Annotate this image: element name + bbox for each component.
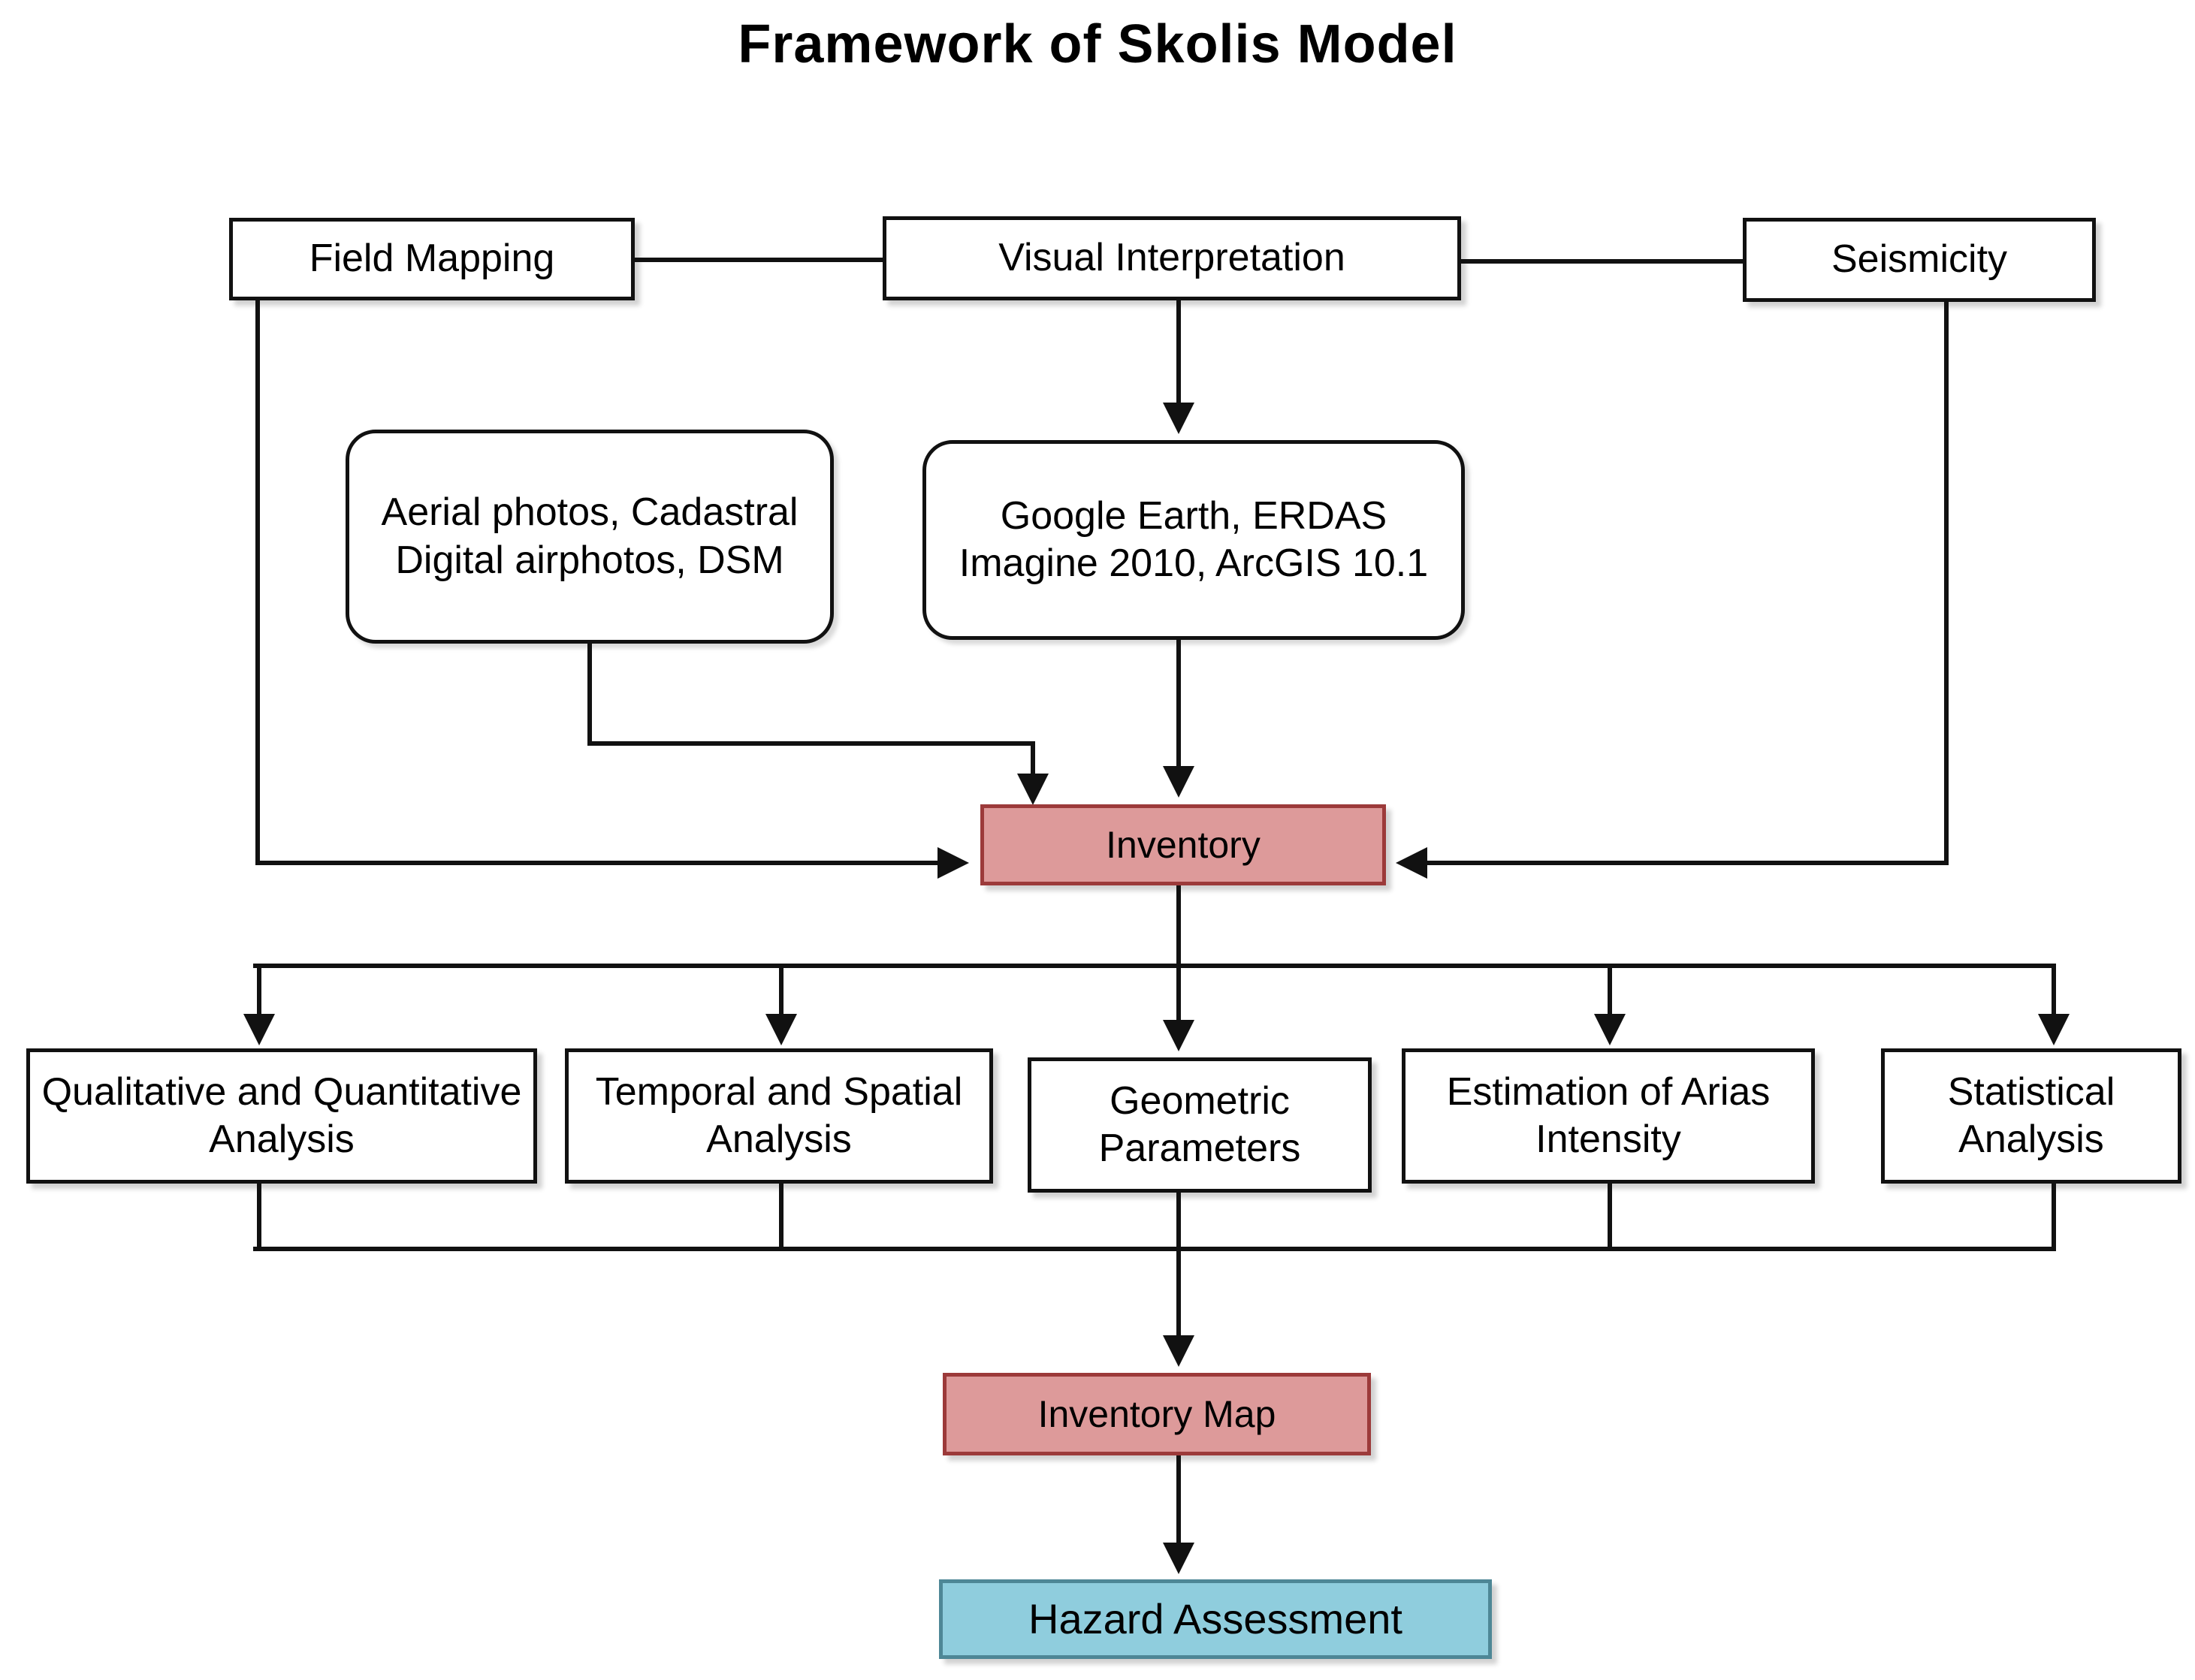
edge-bus-to-qualitative-line — [257, 964, 261, 1018]
node-seismicity[interactable]: Seismicity — [1743, 218, 2096, 302]
node-qualitative-quantitative[interactable]: Qualitative and Quantitative Analysis — [26, 1048, 537, 1184]
node-field-mapping[interactable]: Field Mapping — [229, 218, 635, 300]
edge-bus-to-geometric-line — [1176, 964, 1181, 1024]
edge-merge-to-inventory-map-line — [1176, 1247, 1181, 1338]
node-statistical-analysis[interactable]: Statistical Analysis — [1881, 1048, 2181, 1184]
edge-bus-to-arias-line — [1608, 964, 1612, 1018]
node-field-mapping-label: Field Mapping — [309, 237, 555, 281]
edge-arias-to-merge — [1608, 1184, 1612, 1251]
node-visual-interpretation[interactable]: Visual Interpretation — [883, 216, 1461, 300]
edge-field-mapping-to-inventory-down — [255, 300, 260, 865]
edge-bus-to-temporal-line — [779, 964, 783, 1018]
edge-field-mapping-to-visual — [635, 258, 884, 262]
node-software-tools-label: Google Earth, ERDAS Imagine 2010, ArcGIS… — [959, 493, 1429, 585]
edge-merge-to-inventory-map-arrowhead — [1163, 1335, 1194, 1367]
edge-temporal-to-merge — [779, 1184, 783, 1251]
node-inventory[interactable]: Inventory — [980, 804, 1386, 885]
node-inventory-label: Inventory — [1106, 823, 1261, 866]
node-inventory-map[interactable]: Inventory Map — [943, 1373, 1371, 1455]
edge-bus-to-temporal-arrowhead — [765, 1014, 797, 1045]
edge-bus-to-statistical-line — [2052, 964, 2056, 1018]
edge-bus-to-qualitative-arrowhead — [243, 1014, 275, 1045]
edge-visual-to-software-arrowhead — [1163, 403, 1194, 434]
node-visual-interpretation-label: Visual Interpretation — [998, 236, 1345, 280]
edge-software-to-inventory-arrowhead — [1163, 766, 1194, 798]
edge-seismicity-to-inventory-across — [1427, 861, 1949, 865]
edge-inventory-map-to-hazard-arrowhead — [1163, 1543, 1194, 1574]
edge-inventory-map-to-hazard-line — [1176, 1455, 1181, 1546]
edge-bus-to-statistical-arrowhead — [2038, 1014, 2070, 1045]
edge-aerial-to-inventory-down1 — [587, 644, 592, 743]
distribution-bus — [253, 964, 2056, 968]
edge-geometric-to-merge — [1176, 1193, 1181, 1251]
edge-aerial-to-inventory-across — [587, 741, 1035, 746]
edge-bus-to-arias-arrowhead — [1594, 1014, 1626, 1045]
edge-statistical-to-merge — [2052, 1184, 2056, 1251]
edge-aerial-to-inventory-arrowhead — [1017, 774, 1049, 805]
node-seismicity-label: Seismicity — [1831, 237, 2008, 282]
merge-bus — [253, 1247, 2056, 1251]
node-hazard-assessment[interactable]: Hazard Assessment — [939, 1579, 1492, 1659]
node-software-tools[interactable]: Google Earth, ERDAS Imagine 2010, ArcGIS… — [922, 440, 1465, 640]
node-aerial-sources[interactable]: Aerial photos, Cadastral Digital airphot… — [346, 430, 834, 644]
page-title: Framework of Skolis Model — [738, 14, 1457, 74]
edge-qualitative-to-merge — [257, 1184, 261, 1251]
edge-aerial-to-inventory-down2 — [1031, 741, 1035, 777]
edge-visual-to-seismicity — [1460, 259, 1744, 264]
edge-software-to-inventory-line — [1176, 640, 1181, 769]
node-temporal-spatial-label: Temporal and Spatial Analysis — [595, 1069, 963, 1161]
node-statistical-analysis-label: Statistical Analysis — [1947, 1069, 2115, 1161]
node-hazard-assessment-label: Hazard Assessment — [1028, 1594, 1402, 1642]
edge-bus-to-geometric-arrowhead — [1163, 1020, 1194, 1051]
node-arias-intensity-label: Estimation of Arias Intensity — [1446, 1069, 1771, 1161]
node-arias-intensity[interactable]: Estimation of Arias Intensity — [1402, 1048, 1815, 1184]
node-geometric-parameters[interactable]: Geometric Parameters — [1028, 1057, 1372, 1193]
edge-field-mapping-to-inventory-arrowhead — [937, 847, 969, 879]
node-aerial-sources-label: Aerial photos, Cadastral Digital airphot… — [381, 490, 799, 582]
edge-seismicity-to-inventory-arrowhead — [1396, 847, 1427, 879]
edge-visual-to-software-line — [1176, 300, 1181, 406]
node-inventory-map-label: Inventory Map — [1037, 1392, 1276, 1435]
node-geometric-parameters-label: Geometric Parameters — [1098, 1078, 1301, 1170]
edge-field-mapping-to-inventory-across — [255, 861, 939, 865]
edge-inventory-to-bus — [1176, 885, 1181, 968]
edge-seismicity-to-inventory-down — [1944, 300, 1949, 865]
node-temporal-spatial[interactable]: Temporal and Spatial Analysis — [565, 1048, 993, 1184]
node-qualitative-quantitative-label: Qualitative and Quantitative Analysis — [41, 1069, 522, 1161]
